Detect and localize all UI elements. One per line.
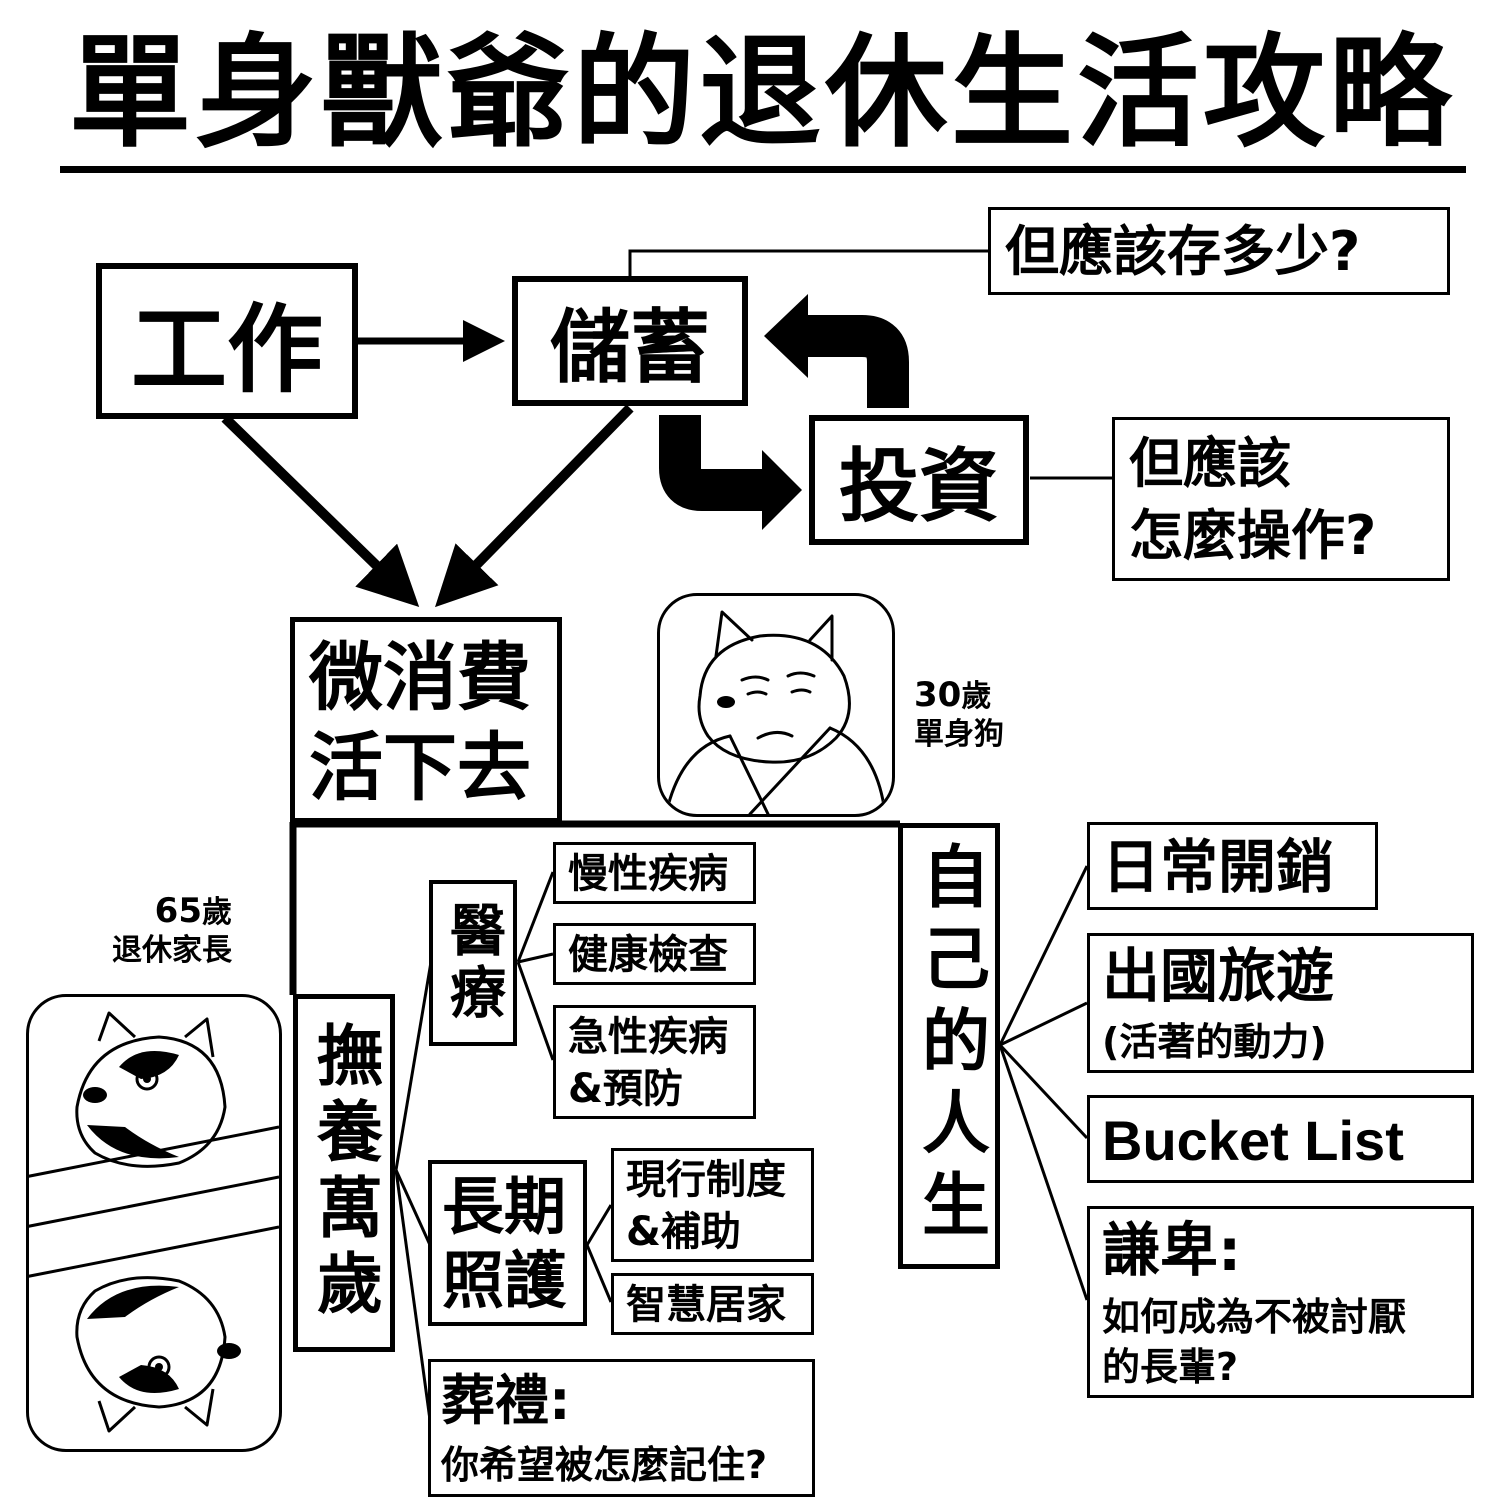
arrow-invest-to-savings-head — [764, 294, 808, 378]
line-medical-to-chronic — [516, 871, 555, 963]
node-savings-label: 儲蓄 — [550, 301, 710, 394]
medical-item-chronic-text: 慢性疾病 — [568, 851, 728, 897]
node-invest: 投資 — [809, 415, 1029, 545]
arrow-savings-to-invest — [659, 415, 762, 511]
node-support-elders-label: 撫養萬歲 — [306, 1021, 383, 1325]
page-title: 單身獸爺的退休生活攻略 — [69, 22, 1455, 164]
old-character-age: 65 — [154, 891, 202, 931]
node-savings: 儲蓄 — [512, 276, 748, 406]
young-character-portrait — [657, 593, 895, 817]
node-support-elders: 撫養萬歲 — [293, 994, 395, 1352]
young-character-age-unit: 歲 — [961, 679, 992, 714]
line-ownlife-to-travel — [999, 1001, 1088, 1047]
old-character-caption: 65歲 退休家長 — [86, 892, 232, 970]
life-item-bucket-list-text: Bucket List — [1102, 1109, 1404, 1172]
node-work-label: 工作 — [131, 293, 323, 406]
line-ownlife-to-humble — [998, 1044, 1089, 1301]
life-item-travel-text: 出國旅遊 — [1102, 942, 1335, 1010]
medical-item-chronic: 慢性疾病 — [553, 842, 756, 904]
node-long-term-care-line2: 照護 — [442, 1244, 567, 1317]
old-character-age-row: 65歲 — [86, 892, 232, 932]
title-underline — [60, 166, 1466, 173]
old-character-portrait — [26, 994, 282, 1452]
medical-item-acute-line2: &預防 — [568, 1066, 683, 1112]
node-funeral: 葬禮: 你希望被怎麼記住? — [428, 1359, 815, 1497]
node-long-term-care-line1: 長期 — [442, 1170, 567, 1243]
node-frugal: 微消費 活下去 — [290, 617, 562, 823]
care-item-smart-home-text: 智慧居家 — [626, 1282, 786, 1328]
life-item-humble-heading: 謙卑: — [1102, 1216, 1242, 1284]
node-own-life: 自己的人生 — [898, 823, 1000, 1269]
node-medical-label: 醫療 — [440, 901, 506, 1025]
old-character-age-unit: 歲 — [202, 895, 232, 930]
old-character-label: 退休家長 — [112, 933, 232, 968]
arrow-invest-to-savings — [808, 315, 909, 408]
young-character-age: 30 — [914, 675, 962, 715]
line-support-to-funeral — [394, 1169, 432, 1421]
question-how-much: 但應該存多少? — [988, 207, 1450, 295]
line-medical-to-checkup — [517, 952, 554, 964]
life-item-humble-sub-line2: 的長輩? — [1102, 1345, 1239, 1389]
life-item-humble-sub-line1: 如何成為不被討厭 — [1102, 1295, 1407, 1339]
arrow-savings-to-invest-head — [762, 450, 802, 530]
care-item-policy-line2: &補助 — [626, 1209, 741, 1255]
life-item-bucket-list: Bucket List — [1087, 1095, 1474, 1183]
life-item-humble: 謙卑: 如何成為不被討厭 的長輩? — [1087, 1206, 1474, 1398]
node-medical: 醫療 — [429, 880, 517, 1046]
node-invest-label: 投資 — [839, 440, 999, 533]
care-item-smart-home: 智慧居家 — [611, 1273, 814, 1335]
medical-item-acute: 急性疾病 &預防 — [553, 1005, 756, 1119]
line-support-to-care — [394, 1169, 432, 1246]
node-frugal-line2: 活下去 — [309, 725, 531, 811]
young-character-label: 單身狗 — [914, 717, 1004, 752]
care-item-policy-line1: 現行制度 — [626, 1157, 786, 1203]
question-how-operate-line1: 但應該 — [1129, 432, 1291, 495]
question-how-operate-line2: 怎麼操作? — [1129, 504, 1377, 567]
line-medical-to-acute — [516, 961, 555, 1061]
line-support-to-medical — [394, 961, 433, 1171]
medical-item-checkup-text: 健康檢查 — [568, 932, 728, 978]
young-character-age-row: 30歲 — [914, 676, 1004, 716]
life-item-daily-text: 日常開銷 — [1102, 833, 1335, 901]
node-funeral-sub: 你希望被怎麼記住? — [441, 1443, 768, 1487]
node-funeral-heading: 葬禮: — [441, 1369, 571, 1432]
life-item-travel: 出國旅遊 (活著的動力) — [1087, 933, 1474, 1073]
node-own-life-label: 自己的人生 — [909, 841, 989, 1251]
life-item-daily: 日常開銷 — [1087, 822, 1378, 910]
line-care-to-policy — [585, 1204, 613, 1246]
life-item-travel-sub: (活著的動力) — [1102, 1020, 1327, 1064]
dog-face-icon — [666, 610, 886, 814]
question-how-operate: 但應該 怎麼操作? — [1112, 417, 1450, 581]
care-item-policy: 現行制度 &補助 — [611, 1148, 814, 1262]
question-how-much-text: 但應該存多少? — [1005, 220, 1361, 283]
line-savings-to-question — [628, 249, 990, 276]
medical-item-acute-line1: 急性疾病 — [568, 1014, 728, 1060]
arrow-work-to-frugal — [221, 414, 420, 607]
line-ownlife-to-daily — [998, 865, 1089, 1046]
node-work: 工作 — [96, 263, 358, 419]
node-long-term-care: 長期 照護 — [428, 1160, 587, 1326]
medical-item-checkup: 健康檢查 — [553, 923, 756, 985]
wolf-face-icon — [29, 1011, 279, 1433]
node-frugal-line1: 微消費 — [309, 635, 531, 721]
line-care-to-smart — [585, 1244, 613, 1303]
line-ownlife-to-bucket — [998, 1043, 1089, 1140]
arrow-savings-to-frugal — [435, 404, 634, 608]
young-character-caption: 30歲 單身狗 — [914, 676, 1004, 754]
